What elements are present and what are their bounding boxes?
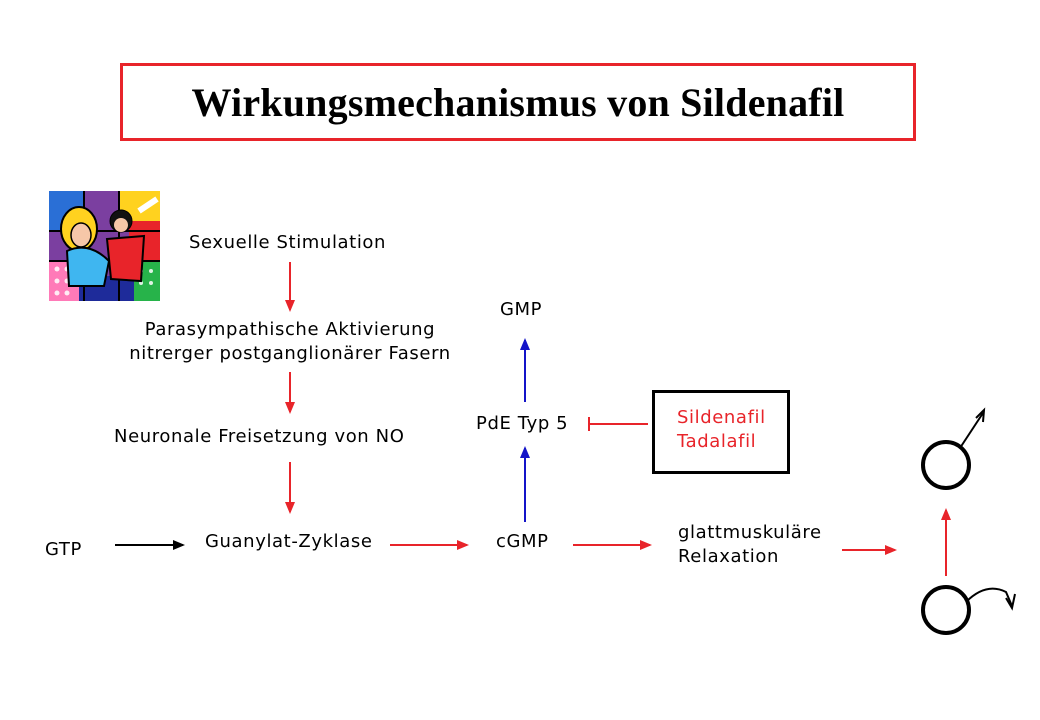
page-title: Wirkungsmechanismus von Sildenafil	[191, 79, 845, 125]
flaccid-symbol-icon	[921, 585, 1016, 635]
node-no-release: Neuronale Freisetzung von NO	[114, 426, 405, 447]
male-symbol-icon	[921, 407, 986, 490]
node-parasympathetic-line1: Parasympathische Aktivierung	[144, 319, 436, 340]
node-parasympathetic-activation: Parasympathische Aktivierung nitrerger p…	[120, 318, 460, 366]
node-parasympathetic-line2: nitrerger postganglionärer Fasern	[129, 343, 451, 364]
inhibitor-box: Sildenafil Tadalafil	[652, 390, 790, 474]
node-guanylate-cyclase: Guanylat-Zyklase	[205, 531, 373, 552]
node-gtp: GTP	[45, 539, 82, 560]
inhibitor-tadalafil: Tadalafil	[677, 431, 757, 452]
title-box: Wirkungsmechanismus von Sildenafil	[120, 63, 916, 141]
node-relaxation-line2: Relaxation	[678, 546, 779, 567]
node-cgmp: cGMP	[496, 531, 549, 552]
node-relaxation-line1: glattmuskuläre	[678, 522, 822, 543]
node-smooth-muscle-relaxation: glattmuskuläre Relaxation	[678, 521, 822, 569]
inhibitor-sildenafil: Sildenafil	[677, 407, 766, 428]
node-pde5: PdE Typ 5	[476, 413, 569, 434]
pop-art-couple-image	[49, 191, 160, 301]
node-sexual-stimulation: Sexuelle Stimulation	[189, 232, 387, 253]
node-gmp: GMP	[500, 299, 543, 320]
